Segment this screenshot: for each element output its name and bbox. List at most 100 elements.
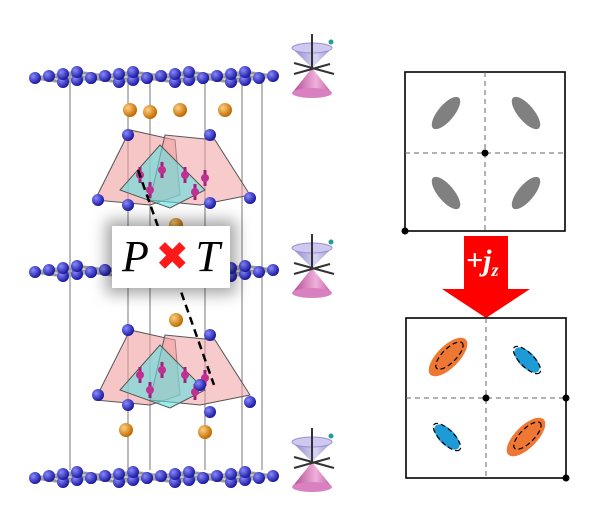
blue-atom xyxy=(122,129,134,141)
original-pocket-outline xyxy=(435,341,464,370)
lower-cone xyxy=(292,268,332,293)
magnetic-atom xyxy=(201,174,209,182)
blue-atom xyxy=(204,406,216,418)
blue-atom xyxy=(204,197,216,209)
ky-axis xyxy=(293,263,331,275)
ky-axis xyxy=(293,457,331,469)
blue-atom xyxy=(155,470,167,482)
blue-atom xyxy=(71,260,83,272)
lower-cone-base xyxy=(292,88,332,98)
current-prefix: +j xyxy=(466,244,492,277)
cross-icon: ✖ xyxy=(155,234,189,280)
blue-atom xyxy=(43,70,55,82)
blue-atom xyxy=(141,472,153,484)
shifted-pocket xyxy=(434,424,460,450)
blue-atom xyxy=(141,72,153,84)
blue-atom xyxy=(204,329,216,341)
orange-atom xyxy=(198,425,212,439)
blue-atom xyxy=(211,470,223,482)
grey-pocket xyxy=(511,176,541,210)
blue-atom xyxy=(183,466,195,478)
fermi-point xyxy=(328,433,334,439)
brillouin-zone-bottom xyxy=(405,317,570,482)
blue-atom xyxy=(85,472,97,484)
blue-atom xyxy=(267,470,279,482)
grey-pockets xyxy=(431,96,541,210)
fermi-point xyxy=(328,239,334,245)
orange-atom xyxy=(169,313,183,327)
magnetic-atom xyxy=(191,188,199,196)
blue-atom xyxy=(43,470,55,482)
pt-symmetry-broken-label: P ✖ T xyxy=(112,226,230,288)
orange-atom xyxy=(143,105,157,119)
magnetic-atom xyxy=(181,171,189,179)
blue-atom xyxy=(194,379,206,391)
blue-atom xyxy=(204,129,216,141)
blue-atom xyxy=(57,262,69,274)
blue-atom xyxy=(211,70,223,82)
blue-atom xyxy=(99,264,111,276)
blue-atom xyxy=(244,396,256,408)
current-arrow xyxy=(442,236,530,318)
fermi-point xyxy=(328,39,334,45)
blue-atom xyxy=(183,66,195,78)
blue-atom xyxy=(29,266,41,278)
blue-atom xyxy=(99,470,111,482)
blue-atom xyxy=(43,264,55,276)
original-pocket-outline xyxy=(513,421,542,450)
blue-atom xyxy=(57,68,69,80)
blue-atom xyxy=(239,466,251,478)
blue-atom xyxy=(85,72,97,84)
orange-atom xyxy=(218,103,232,117)
blue-atom xyxy=(122,399,134,411)
blue-atom xyxy=(253,72,265,84)
blue-atom xyxy=(113,468,125,480)
shifted-pocket xyxy=(514,347,540,373)
brillouin-zone-top xyxy=(401,71,566,235)
blue-atom xyxy=(71,66,83,78)
blue-atom xyxy=(197,72,209,84)
blue-atom xyxy=(71,466,83,478)
blue-atom xyxy=(85,266,97,278)
blue-atom xyxy=(127,466,139,478)
blue-atom xyxy=(239,66,251,78)
blue-atom xyxy=(225,68,237,80)
magnetic-atom xyxy=(158,166,166,174)
blue-atom xyxy=(122,324,134,336)
t-symbol: T xyxy=(195,232,220,281)
blue-atom xyxy=(92,194,104,206)
blue-atom xyxy=(122,199,134,211)
dirac-cones xyxy=(291,34,335,492)
magnetic-atom xyxy=(136,371,144,379)
shifted-pocket xyxy=(428,337,468,377)
blue-atom xyxy=(267,70,279,82)
magnetic-atom xyxy=(146,186,154,194)
blue-atom xyxy=(253,472,265,484)
grey-pocket xyxy=(511,96,541,130)
blue-atom xyxy=(99,70,111,82)
ky-axis xyxy=(293,63,331,75)
grey-pocket xyxy=(431,176,461,210)
blue-atom xyxy=(267,264,279,276)
blue-atom xyxy=(155,70,167,82)
blue-atom xyxy=(253,266,265,278)
blue-atom xyxy=(225,468,237,480)
lower-cone-base xyxy=(292,288,332,298)
original-pocket-outline xyxy=(432,422,462,452)
blue-atom xyxy=(169,68,181,80)
current-subscript: z xyxy=(491,260,499,280)
magnetic-atom xyxy=(146,386,154,394)
orange-atom xyxy=(119,423,133,437)
blue-atom xyxy=(113,68,125,80)
orange-atom xyxy=(123,103,137,117)
original-pocket-outline xyxy=(512,345,542,375)
blue-atom xyxy=(127,66,139,78)
blue-atom xyxy=(92,389,104,401)
current-label: +jz xyxy=(466,244,499,280)
blue-atom xyxy=(197,472,209,484)
blue-atom xyxy=(244,192,256,204)
blue-atom xyxy=(29,472,41,484)
lower-cone xyxy=(292,462,332,487)
